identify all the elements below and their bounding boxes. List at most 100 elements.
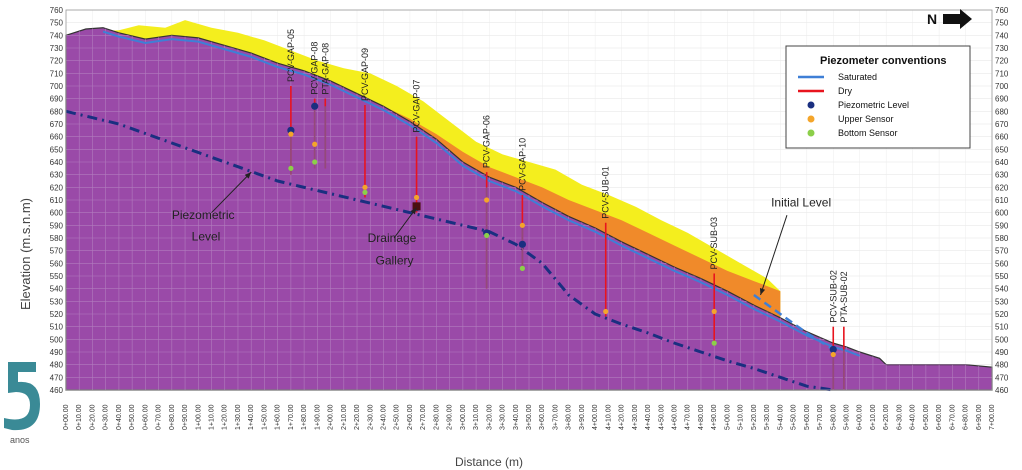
x-tick-label: 2+20.00 <box>354 404 361 430</box>
x-tick-label: 6+50.00 <box>923 404 930 430</box>
x-tick-label: 4+30.00 <box>632 404 639 430</box>
bottom-sensor-point <box>288 165 294 171</box>
x-tick-label: 2+40.00 <box>380 404 387 430</box>
x-tick-label: 5+20.00 <box>751 404 758 430</box>
x-tick-label: 1+20.00 <box>222 404 229 430</box>
x-tick-label: 4+20.00 <box>619 404 626 430</box>
x-tick-label: 0+60.00 <box>142 404 149 430</box>
piezometric-level-point <box>311 102 319 110</box>
upper-sensor-point <box>830 351 836 358</box>
x-tick-label: 4+90.00 <box>711 404 718 430</box>
y-tick-label-left: 680 <box>50 107 64 116</box>
x-tick-label: 5+60.00 <box>804 404 811 430</box>
piezometer: PTA-GAP-08 <box>320 43 330 169</box>
y-tick-label-left: 520 <box>50 310 64 319</box>
y-tick-label-right: 680 <box>995 107 1009 116</box>
x-tick-label: 2+00.00 <box>328 404 335 430</box>
piezometric-level-point <box>518 240 526 248</box>
y-tick-label-left: 670 <box>50 120 64 129</box>
y-tick-label-left: 600 <box>50 209 64 218</box>
x-tick-label: 1+60.00 <box>275 404 282 430</box>
x-tick-label: 6+80.00 <box>963 404 970 430</box>
annotation-text: Initial Level <box>771 195 831 209</box>
x-tick-label: 3+60.00 <box>539 404 546 430</box>
logo: anos <box>4 362 40 445</box>
x-tick-label: 0+40.00 <box>116 404 123 430</box>
x-tick-label: 1+90.00 <box>314 404 321 430</box>
logo-text: anos <box>10 435 30 445</box>
x-tick-label: 5+40.00 <box>777 404 784 430</box>
x-tick-label: 3+30.00 <box>500 404 507 430</box>
logo-five-icon <box>4 362 40 431</box>
x-tick-label: 0+10.00 <box>76 404 83 430</box>
upper-sensor-point <box>312 141 318 147</box>
annotation-text: Level <box>192 230 221 244</box>
x-tick-label: 1+70.00 <box>288 404 295 430</box>
upper-sensor-point <box>711 308 717 315</box>
surface-saturated-line <box>102 30 861 357</box>
x-tick-label: 6+10.00 <box>870 404 877 430</box>
y-tick-label-right: 580 <box>995 234 1009 243</box>
piezometric-arrow-head <box>244 172 252 179</box>
x-tick-label: 2+80.00 <box>433 404 440 430</box>
x-tick-label: 3+90.00 <box>579 404 586 430</box>
x-tick-label: 3+20.00 <box>486 404 493 430</box>
y-tick-label-left: 540 <box>50 285 64 294</box>
piezometer: PCV-SUB-02 <box>828 270 838 390</box>
piezometer: PCV-SUB-01 <box>601 166 611 317</box>
legend-title: Piezometer conventions <box>820 55 947 67</box>
piezometer: PCV-GAP-10 <box>517 138 527 271</box>
x-tick-label: 1+80.00 <box>301 404 308 430</box>
piezometric-level-point <box>829 345 837 354</box>
piezometric-level-point <box>287 126 295 134</box>
x-tick-label: 5+10.00 <box>738 404 745 430</box>
x-tick-label: 6+20.00 <box>883 404 890 430</box>
y-tick-label-left: 630 <box>50 171 64 180</box>
x-tick-label: 0+50.00 <box>129 404 136 430</box>
x-tick-label: 3+50.00 <box>526 404 533 430</box>
y-tick-label-right: 560 <box>995 259 1009 268</box>
y-axis-title: Elevation (m.s.n.m) <box>18 198 33 310</box>
x-tick-label: 0+70.00 <box>156 404 163 430</box>
piezometer-label: PCV-GAP-07 <box>412 80 422 133</box>
piezometer: PCV-GAP-05 <box>286 29 296 175</box>
x-tick-label: 5+70.00 <box>817 404 824 430</box>
piezometer-label: PCV-GAP-09 <box>360 48 370 101</box>
upper-sensor-point <box>484 197 490 203</box>
piezometer-label: PTA-SUB-02 <box>839 271 849 322</box>
x-tick-label: 6+60.00 <box>936 404 943 430</box>
north-arrow-icon <box>943 9 972 29</box>
y-tick-label-right: 710 <box>995 69 1009 78</box>
piezometer-label: PCV-SUB-02 <box>828 270 838 323</box>
y-tick-label-left: 510 <box>50 323 64 332</box>
x-tick-label: 4+10.00 <box>605 404 612 430</box>
y-tick-label-right: 610 <box>995 196 1009 205</box>
x-tick-label: 5+80.00 <box>830 404 837 430</box>
y-tick-label-left: 560 <box>50 259 64 268</box>
y-tick-label-right: 590 <box>995 221 1009 230</box>
piezometer: PCV-GAP-09 <box>360 48 370 198</box>
y-tick-label-left: 580 <box>50 234 64 243</box>
piezometer-label: PCV-SUB-03 <box>709 217 719 270</box>
x-tick-label: 2+30.00 <box>367 404 374 430</box>
bottom-sensor-point <box>711 340 717 346</box>
y-tick-label-right: 600 <box>995 209 1009 218</box>
x-tick-label: 2+90.00 <box>447 404 454 430</box>
x-tick-label: 1+50.00 <box>261 404 268 430</box>
y-tick-label-right: 640 <box>995 158 1009 167</box>
profile-lines <box>65 30 861 392</box>
y-tick-label-left: 730 <box>50 44 64 53</box>
y-tick-label-left: 740 <box>50 31 64 40</box>
y-tick-label-left: 710 <box>50 69 64 78</box>
plot-frame <box>65 9 993 391</box>
bottom-sensor-point <box>519 265 525 271</box>
initial-level-arrow-head <box>759 288 766 295</box>
legend-item-label: Upper Sensor <box>838 114 894 124</box>
x-tick-label: 1+00.00 <box>195 404 202 430</box>
y-tick-label-right: 460 <box>995 386 1009 395</box>
piezometer: PCV-SUB-03 <box>709 217 719 346</box>
y-tick-label-right: 540 <box>995 285 1009 294</box>
x-tick-label: 6+90.00 <box>976 404 983 430</box>
